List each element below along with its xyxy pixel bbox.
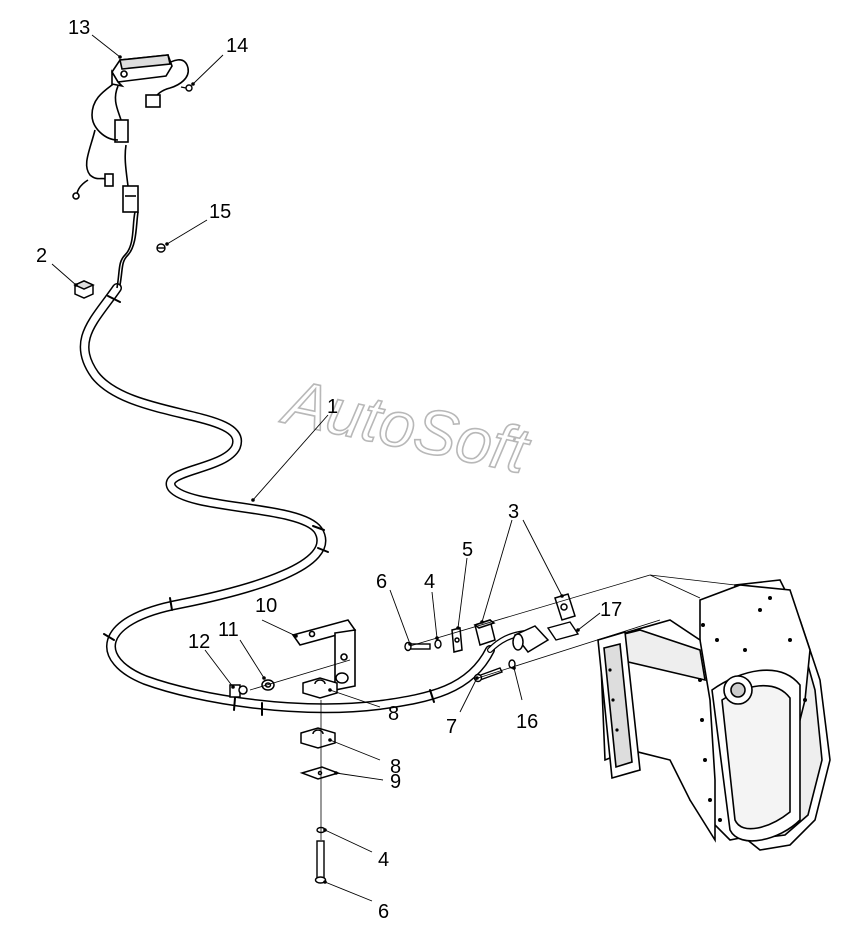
callout-labels: 13 14 15 2 1 3 4 5 6 10 11 12 17 7 16 8 … [36, 17, 622, 923]
callout-13: 13 [68, 17, 90, 39]
callout-2: 2 [36, 245, 47, 267]
callout-6-lower: 6 [378, 901, 389, 923]
callout-16: 16 [516, 711, 538, 733]
callout-7: 7 [446, 716, 457, 738]
callout-5: 5 [462, 539, 473, 561]
washer-4-upper [434, 639, 442, 649]
bracket-10 [291, 619, 357, 691]
callout-15: 15 [209, 201, 231, 223]
callout-4-lower: 4 [378, 849, 389, 871]
control-module-13 [111, 54, 173, 88]
label-17 [546, 621, 580, 641]
clamp-8-upper [302, 677, 338, 699]
leader-arrowheads [74, 55, 580, 884]
callout-9: 9 [390, 771, 401, 793]
axis-lines [249, 574, 736, 691]
plate-9 [299, 766, 341, 780]
upper-wires [72, 59, 190, 289]
callout-4-upper: 4 [424, 571, 435, 593]
callout-10: 10 [255, 595, 277, 617]
hardware-nut [335, 672, 349, 684]
watermark-text: AutoSoft [275, 365, 536, 488]
washer-16 [508, 659, 516, 669]
screw-14 [180, 84, 193, 92]
callout-3: 3 [508, 501, 519, 523]
callout-1: 1 [327, 396, 338, 418]
bolt-6-lower [314, 840, 327, 884]
sensor-housing [512, 625, 550, 653]
bracket-5 [451, 627, 463, 653]
callout-12: 12 [188, 631, 210, 653]
callout-14: 14 [226, 35, 248, 57]
bolt-6-upper [404, 641, 431, 652]
callout-17: 17 [600, 599, 622, 621]
callout-8-lower: 8 [390, 756, 401, 778]
callout-8-upper: 8 [388, 703, 399, 725]
clamp-8-lower [300, 727, 336, 749]
callout-11: 11 [218, 619, 239, 641]
screw-15 [156, 243, 166, 253]
callout-6-upper: 6 [376, 571, 387, 593]
engine-assembly [597, 579, 831, 851]
nut-2 [73, 280, 95, 299]
cable-harness [79, 283, 528, 716]
leader-lines [51, 34, 601, 902]
bolt-12 [229, 684, 248, 698]
